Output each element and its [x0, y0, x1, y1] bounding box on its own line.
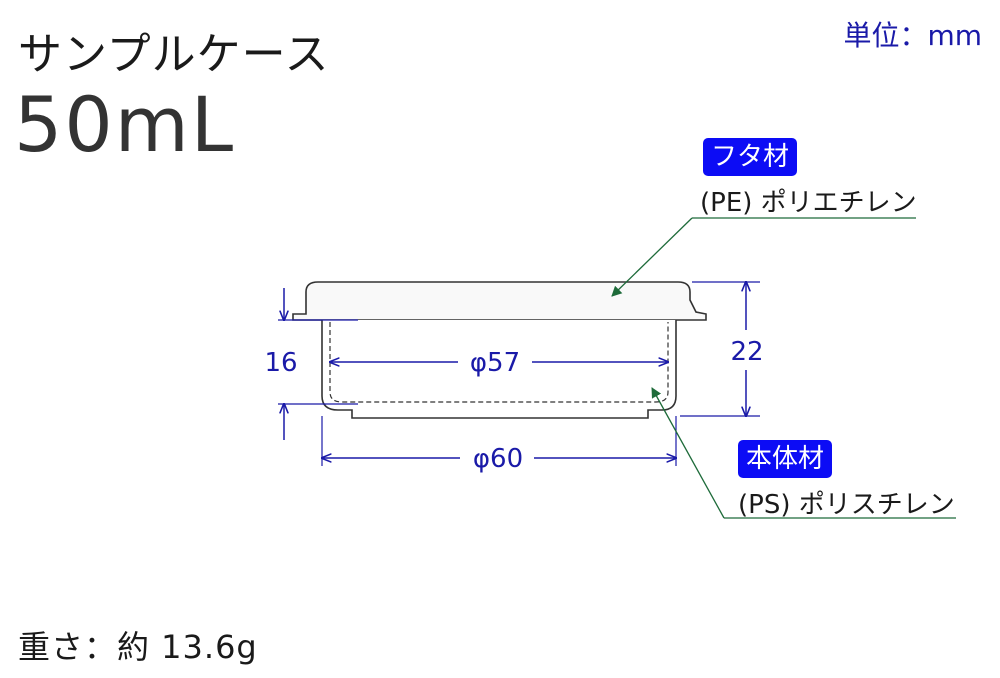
inner-diameter-dimension: φ57 — [330, 348, 668, 378]
cup-body-shape — [321, 320, 677, 419]
body-height-label: 16 — [264, 348, 297, 378]
lid-material-text: (PE) ポリエチレン — [700, 188, 917, 218]
product-title: サンプルケース — [18, 29, 330, 80]
inner-wall-dashed — [329, 322, 669, 403]
lid-leader-line — [611, 217, 916, 297]
unit-label: 単位：mm — [843, 19, 982, 52]
body-material-text: (PS) ポリスチレン — [738, 490, 955, 520]
inner-diameter-label: φ57 — [470, 348, 520, 378]
lid-material-badge: フタ材 — [703, 138, 798, 176]
weight-text: 重さ：約 13.6g — [18, 628, 258, 666]
total-height-dimension: 22 — [680, 282, 764, 416]
body-height-dimension: 16 — [264, 288, 358, 440]
outer-diameter-dimension: φ60 — [322, 416, 676, 474]
body-material-badge: 本体材 — [738, 440, 833, 478]
body-leader-line — [651, 387, 956, 519]
lid-shape — [292, 281, 707, 321]
total-height-label: 22 — [730, 337, 763, 367]
product-volume: 50mL — [14, 80, 236, 169]
outer-diameter-label: φ60 — [473, 444, 523, 474]
